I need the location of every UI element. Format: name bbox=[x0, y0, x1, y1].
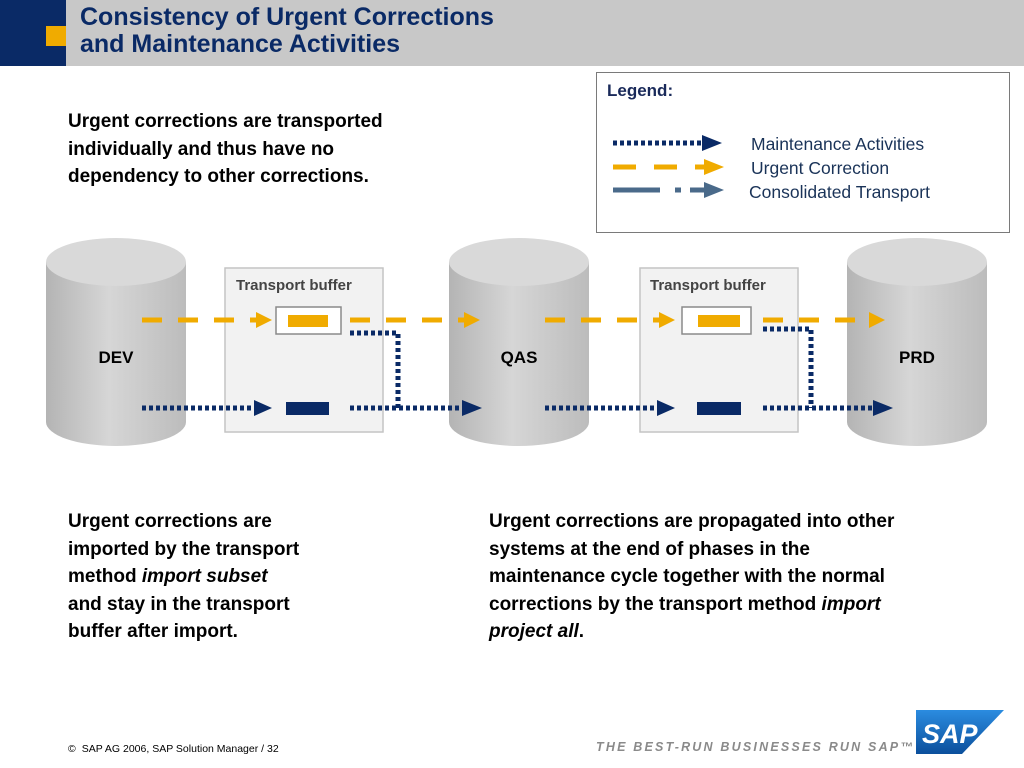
urgent-request-1 bbox=[288, 315, 328, 327]
system-cylinder-qas bbox=[449, 238, 589, 446]
legend-label-maintenance: Maintenance Activities bbox=[751, 134, 925, 154]
footer-copyright-text: SAP AG 2006, SAP Solution Manager / 32 bbox=[81, 743, 279, 755]
legend-label-consolidated: Consolidated Transport bbox=[749, 182, 930, 202]
intro-text-content: Urgent corrections are transported indiv… bbox=[68, 111, 383, 187]
maintenance-flow-buffer1-to-qas bbox=[350, 400, 482, 416]
transport-buffer-2-label: Transport buffer bbox=[650, 277, 766, 294]
propagation-explanation-part-2: . bbox=[578, 621, 585, 642]
transport-buffer-1-label: Transport buffer bbox=[236, 277, 352, 294]
legend-title: Legend: bbox=[607, 81, 674, 100]
sap-logo-text: SAP bbox=[922, 719, 979, 749]
legend-label-urgent: Urgent Correction bbox=[751, 158, 890, 178]
urgent-request-2 bbox=[698, 315, 740, 327]
transport-buffer-1 bbox=[224, 267, 384, 433]
urgent-request-box-2 bbox=[681, 306, 752, 335]
maintenance-flow-buffer2-to-prd bbox=[763, 400, 893, 416]
footer-copyright: © SAP AG 2006, SAP Solution Manager / 32 bbox=[68, 743, 279, 755]
sap-logo: SAP bbox=[916, 710, 1004, 754]
urgent-flow-dev-to-buffer1 bbox=[142, 312, 272, 328]
buffer-explanation-part-1: Urgent corrections are imported by the t… bbox=[68, 511, 300, 587]
urgent-flow-buffer2-to-prd bbox=[763, 312, 885, 328]
buffer-explanation-part-2: and stay in the transport buffer after i… bbox=[68, 593, 290, 643]
propagation-explanation-part-1: Urgent corrections are propagated into o… bbox=[489, 511, 895, 615]
intro-text: Urgent corrections are transported indiv… bbox=[68, 108, 458, 191]
system-label-prd: PRD bbox=[899, 348, 935, 367]
system-cylinder-dev bbox=[46, 238, 186, 446]
consolidation-connector-1 bbox=[350, 330, 401, 408]
maintenance-request-2 bbox=[697, 402, 741, 415]
buffer-explanation-text: Urgent corrections are imported by the t… bbox=[68, 508, 368, 646]
system-cylinder-prd bbox=[847, 238, 987, 446]
header-accent-square bbox=[46, 26, 66, 46]
transport-buffer-2 bbox=[639, 267, 799, 433]
urgent-request-box-1 bbox=[275, 306, 342, 335]
propagation-explanation-text: Urgent corrections are propagated into o… bbox=[489, 508, 989, 646]
maintenance-flow-dev-to-buffer1 bbox=[142, 400, 272, 416]
maintenance-flow-qas-to-buffer2 bbox=[545, 400, 675, 416]
urgent-flow-qas-to-buffer2 bbox=[545, 312, 675, 328]
title-line-1: Consistency of Urgent Corrections bbox=[80, 3, 494, 31]
system-label-dev: DEV bbox=[99, 348, 135, 367]
footer-tagline: THE BEST-RUN BUSINESSES RUN SAP™ bbox=[596, 740, 916, 754]
system-label-qas: QAS bbox=[501, 348, 538, 367]
urgent-flow-buffer1-to-qas bbox=[350, 312, 480, 328]
propagation-explanation-emphasis: import project all bbox=[489, 593, 881, 643]
header-bar bbox=[0, 0, 1024, 66]
copyright-symbol: © bbox=[68, 743, 76, 755]
page-title: Consistency of Urgent Corrections and Ma… bbox=[80, 4, 494, 58]
maintenance-request-1 bbox=[286, 402, 329, 415]
buffer-explanation-emphasis: import subset bbox=[141, 566, 268, 587]
consolidation-connector-2 bbox=[763, 326, 814, 408]
legend-box: Legend: Maintenance Activities Urgent Co… bbox=[596, 72, 1010, 233]
title-line-2: and Maintenance Activities bbox=[80, 30, 400, 58]
